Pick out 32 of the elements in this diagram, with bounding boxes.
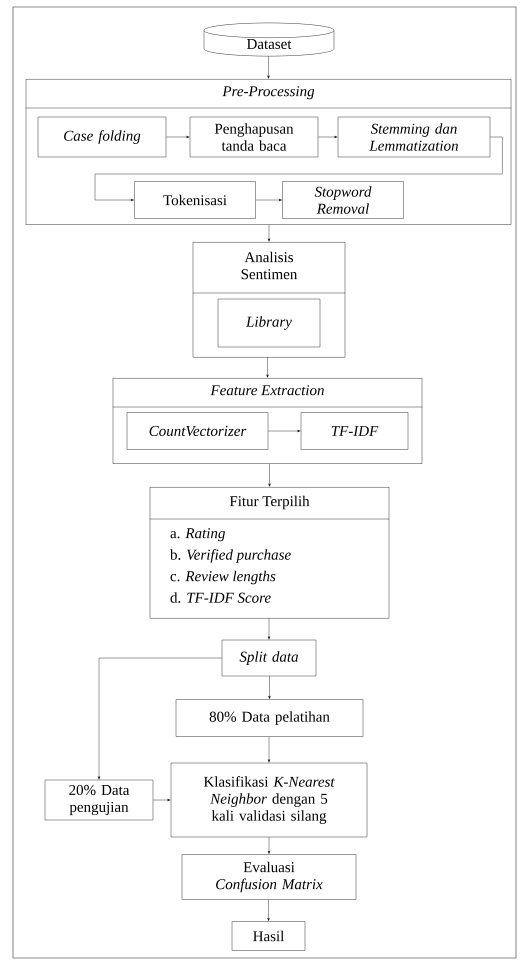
arrow xyxy=(94,136,502,202)
process-box: CountVectorizer xyxy=(126,412,268,450)
arrow xyxy=(98,658,222,780)
arrow xyxy=(268,464,271,487)
process-box: Library xyxy=(218,298,320,348)
arrow xyxy=(268,837,270,854)
process-box: Evaluasi Confusion Matrix xyxy=(182,854,356,900)
arrow xyxy=(268,430,300,432)
arrow xyxy=(256,198,282,202)
arrow xyxy=(268,736,270,762)
process-box: Stemming dan Lemmatization xyxy=(338,116,490,158)
arrow xyxy=(266,357,269,378)
arrow xyxy=(318,136,338,138)
process-box: Klasifikasi K-Nearest Neighbor dengan 5 kali validasi silang xyxy=(170,762,368,838)
arrow xyxy=(267,56,270,79)
arrow xyxy=(153,798,170,802)
process-box: Case folding xyxy=(38,116,166,158)
arrow xyxy=(268,676,271,699)
process-box: 20% Data pengujian xyxy=(44,780,154,820)
process-box: Hasil xyxy=(232,921,306,951)
arrow xyxy=(166,136,190,138)
process-box: Split data xyxy=(222,640,316,676)
process-box: 80% Data pelatihan xyxy=(176,699,364,737)
process-box: Tokenisasi xyxy=(134,181,256,219)
feature-list-box: Fitur Terpilih a. Rating b. Verified purchase c. Review lengths d. TF-IDF Score xyxy=(150,487,390,618)
database-cylinder: Dataset xyxy=(204,22,334,56)
arrow xyxy=(268,618,270,640)
arrow xyxy=(267,900,270,921)
arrow xyxy=(268,224,270,242)
process-box: Stopword Removal xyxy=(282,181,404,219)
process-box: Penghapusan tanda baca xyxy=(190,116,318,158)
process-box: TF-IDF xyxy=(300,412,408,450)
